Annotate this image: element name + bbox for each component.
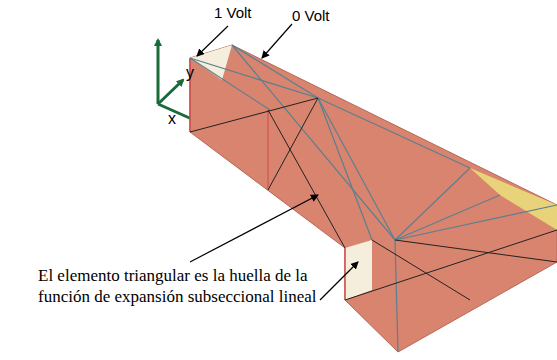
leader-lines <box>190 24 358 300</box>
axis-label: x <box>168 110 176 128</box>
voltage-label: 1 Volt <box>214 4 252 21</box>
voltage-label: 0 Volt <box>292 7 330 24</box>
axis-label: y <box>186 64 194 82</box>
annotation-note: El elemento triangular es la huella de l… <box>38 265 338 307</box>
